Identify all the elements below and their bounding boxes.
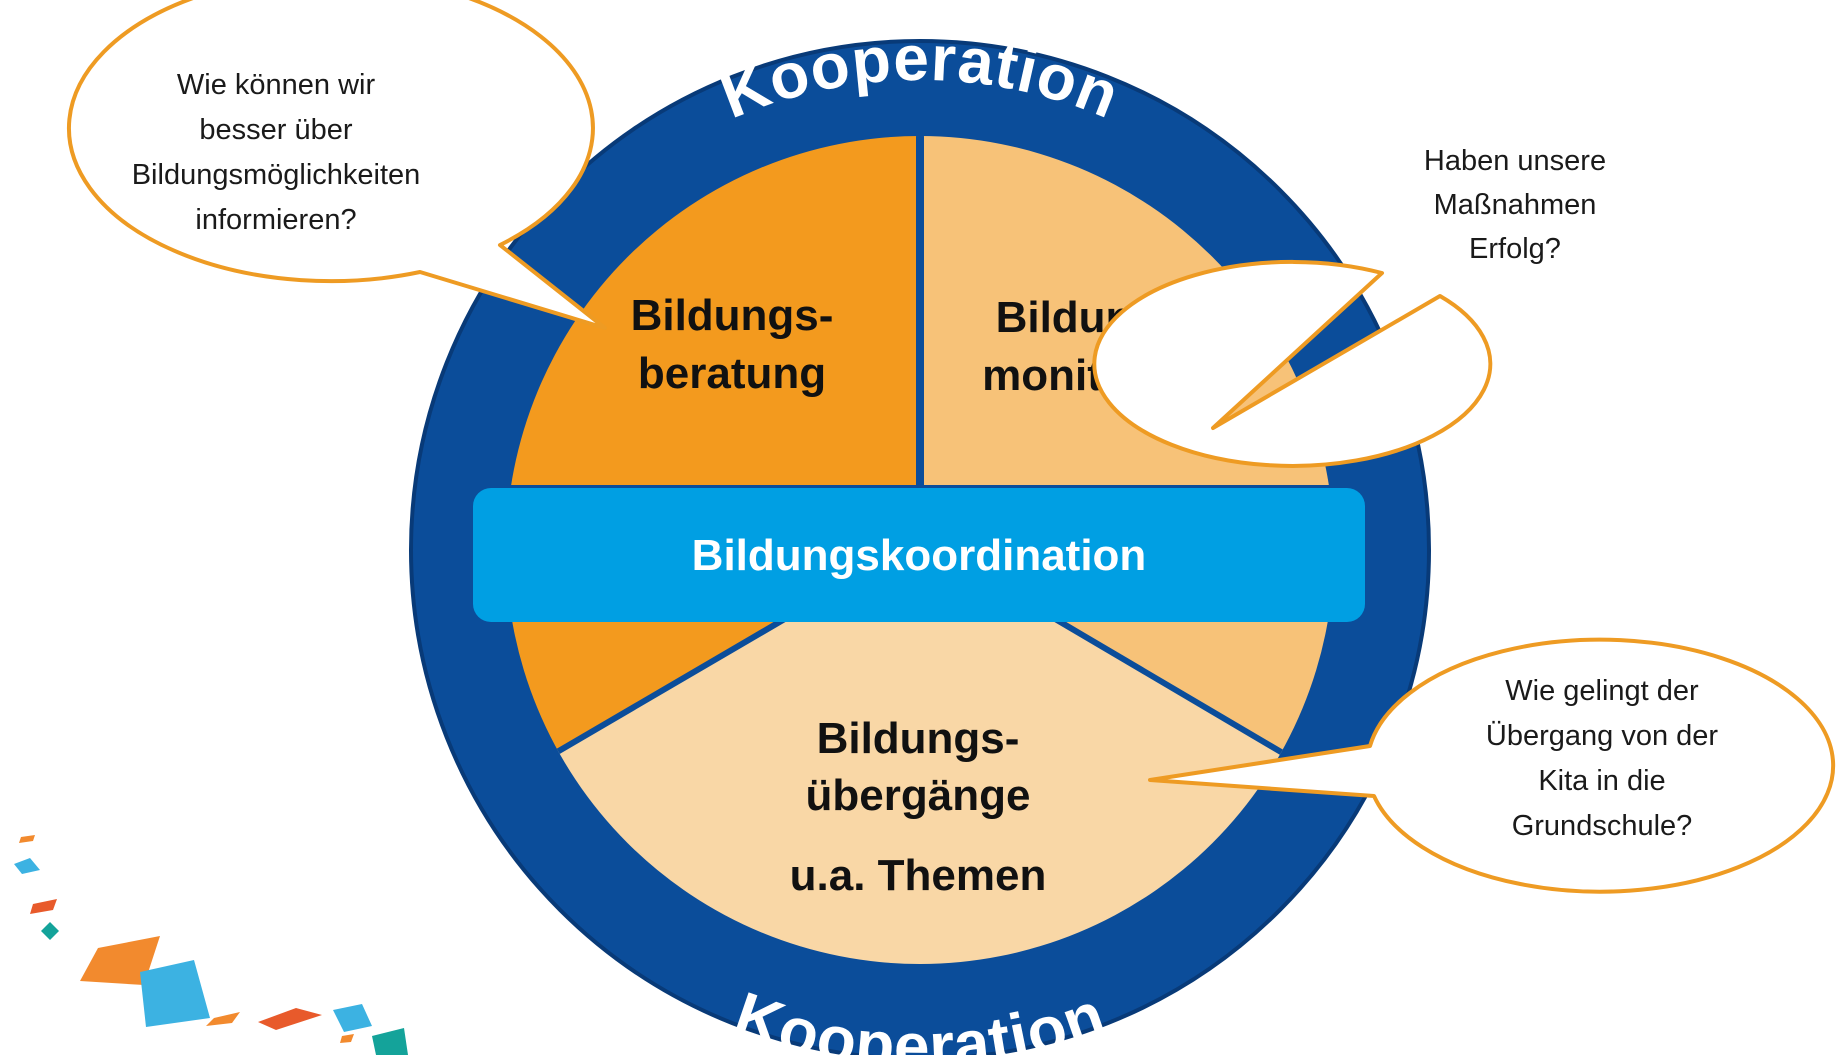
- speech-bubble-top-right-shape: [1092, 259, 1493, 468]
- speech-bubble-top-right: Haben unsere Maßnahmen Erfolg?: [1092, 145, 1606, 468]
- confetti-piece-blue-medium: [333, 1004, 372, 1032]
- speech-bubble-bottom-right-shape: [1148, 637, 1836, 894]
- uebergaenge-label-line2: übergänge: [806, 771, 1031, 820]
- speech-bubble-bottom-right: Wie gelingt der Übergang von der Kita in…: [1148, 637, 1836, 894]
- confetti-piece-red-flat: [258, 1008, 322, 1030]
- bubble-top-right-line2: Maßnahmen: [1434, 189, 1597, 221]
- bubble-top-right-line1: Haben unsere: [1424, 145, 1606, 177]
- confetti-logo-decoration: [14, 835, 408, 1055]
- segment-bildungsuebergaenge: [506, 615, 1334, 964]
- bubble-top-left-line3: Bildungsmöglichkeiten: [132, 159, 421, 191]
- confetti-piece-red-small: [30, 899, 57, 914]
- bubble-bottom-right-line3: Kita in die: [1538, 765, 1665, 797]
- divider-lower-left: [538, 607, 802, 765]
- segment-lower-left: [506, 615, 786, 780]
- beratung-label-line1: Bildungs-: [631, 291, 834, 340]
- divider-lower-right: [1038, 607, 1300, 765]
- speech-bubble-top-left: Wie können wir besser über Bildungsmögli…: [67, 0, 607, 330]
- confetti-piece-blue-large: [140, 960, 210, 1027]
- speech-bubble-top-left-shape: [67, 0, 607, 330]
- uebergaenge-label-line1: Bildungs-: [817, 714, 1020, 763]
- bubble-top-right-line3: Erfolg?: [1469, 233, 1561, 265]
- bubble-top-left-line2: besser über: [199, 114, 352, 146]
- segment-lower-right: [1054, 615, 1334, 780]
- bubble-top-left-line4: informieren?: [195, 204, 356, 236]
- bubble-bottom-right-line1: Wie gelingt der: [1505, 675, 1699, 707]
- confetti-piece-blue-small: [14, 858, 40, 874]
- uebergaenge-label-line3: u.a. Themen: [790, 851, 1047, 900]
- confetti-piece-orange-large: [80, 936, 160, 985]
- segments-group: [506, 136, 1334, 964]
- confetti-piece-teal-small: [41, 922, 59, 940]
- bildungskoordination-bar: [473, 488, 1365, 622]
- bubble-bottom-right-line2: Übergang von der: [1486, 720, 1718, 752]
- beratung-label-line2: beratung: [638, 349, 826, 398]
- bubble-top-left-line1: Wie können wir: [177, 69, 376, 101]
- confetti-piece-orange-tiny: [340, 1034, 354, 1043]
- bubble-bottom-right-line4: Grundschule?: [1512, 810, 1693, 842]
- confetti-piece-orange-small: [19, 835, 35, 843]
- confetti-piece-orange-flat: [206, 1012, 240, 1026]
- bildungskoordination-label: Bildungskoordination: [692, 531, 1147, 580]
- confetti-piece-teal-large: [372, 1028, 408, 1055]
